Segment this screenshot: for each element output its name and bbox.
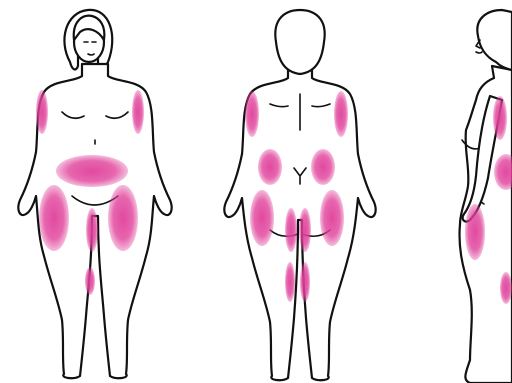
back-zone-inner-knee-right: [300, 262, 310, 302]
front-zone-upper-arm-left: [36, 90, 48, 134]
side-zone-knee: [500, 272, 512, 304]
back-zone-inner-knee-left: [285, 262, 295, 302]
back-zone-inner-thigh-right: [299, 208, 311, 252]
back-zone-flank-left: [258, 149, 282, 185]
back-zone-upper-arm-left: [245, 91, 259, 137]
front-zone-inner-knee: [85, 267, 95, 295]
front-zone-inner-thigh: [86, 208, 98, 252]
back-zone-upper-arm-right: [334, 91, 348, 137]
front-zone-outer-thigh-right: [108, 185, 138, 251]
back-view-figure: [224, 10, 375, 380]
front-zone-upper-arm-right: [132, 90, 144, 134]
side-zone-upper-arm: [493, 96, 507, 140]
front-zone-outer-thigh-left: [39, 185, 69, 251]
back-zone-inner-thigh-left: [285, 208, 297, 252]
back-zone-outer-thigh-right: [320, 190, 344, 246]
front-zone-lower-abdomen: [56, 155, 128, 187]
back-hair: [275, 10, 324, 74]
back-zone-outer-thigh-left: [250, 190, 274, 246]
side-view-figure: [459, 10, 512, 383]
front-view-figure: [18, 10, 171, 378]
side-zone-thigh: [465, 204, 485, 260]
side-hair: [477, 10, 512, 70]
back-zone-flank-right: [311, 149, 335, 185]
